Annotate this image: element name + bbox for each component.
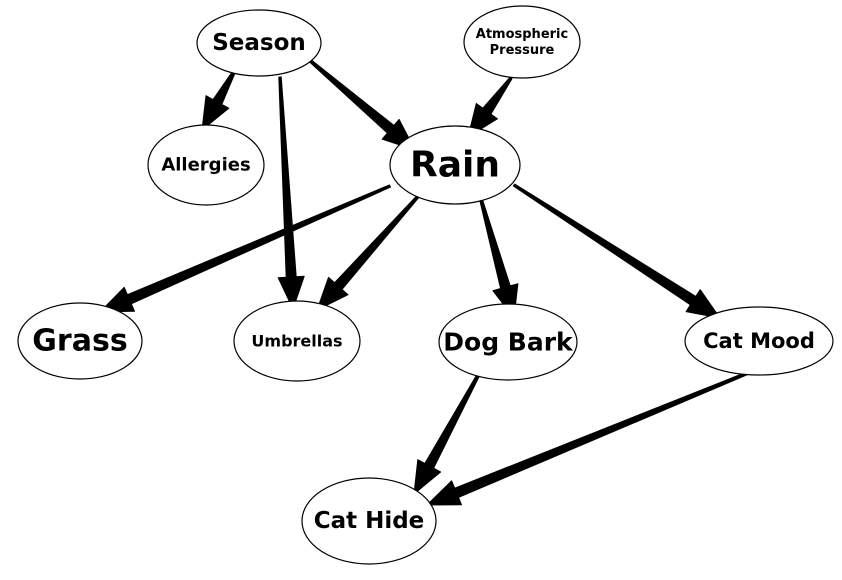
node-rain-label: Rain xyxy=(410,145,500,186)
node-season-label: Season xyxy=(212,30,306,56)
node-dog-bark-label: Dog Bark xyxy=(443,328,574,357)
edge-atmospheric-pressure-to-rain xyxy=(467,76,513,138)
node-cat-hide-label: Cat Hide xyxy=(314,508,425,534)
node-cat-hide-ellipse xyxy=(301,477,437,565)
edge-dog-bark-to-cat-hide xyxy=(413,368,483,495)
node-rain: Rain xyxy=(389,125,521,205)
node-grass-ellipse xyxy=(17,302,143,380)
edge-rain-to-dog-bark xyxy=(478,195,519,319)
edge-cat-mood-to-cat-hide xyxy=(426,366,761,506)
edge-rain-to-umbrellas xyxy=(316,191,423,311)
edge-season-to-allergies xyxy=(201,68,237,131)
edge-season-to-umbrellas xyxy=(277,76,305,310)
edge-season-to-rain xyxy=(305,56,416,151)
node-rain-ellipse xyxy=(389,125,521,205)
node-umbrellas-ellipse xyxy=(233,300,361,382)
node-allergies-label: Allergies xyxy=(161,155,250,176)
node-cat-hide: Cat Hide xyxy=(301,477,437,565)
node-cat-mood: Cat Mood xyxy=(684,306,834,376)
node-allergies: Allergies xyxy=(147,124,265,206)
node-season: Season xyxy=(196,9,322,77)
edge-rain-to-cat-mood xyxy=(512,183,721,319)
node-umbrellas: Umbrellas xyxy=(233,300,361,382)
node-atmospheric-pressure-label-line: Pressure xyxy=(490,42,555,57)
node-cat-mood-label: Cat Mood xyxy=(703,329,815,353)
edges-layer xyxy=(99,56,761,506)
node-allergies-ellipse xyxy=(147,124,265,206)
node-cat-mood-ellipse xyxy=(684,306,834,376)
node-atmospheric-pressure-ellipse xyxy=(463,5,581,79)
node-grass-label: Grass xyxy=(32,324,127,359)
node-umbrellas-label: Umbrellas xyxy=(251,332,342,351)
node-dog-bark-ellipse xyxy=(438,303,578,381)
edge-rain-to-grass xyxy=(99,184,391,313)
node-dog-bark: Dog Bark xyxy=(438,303,578,381)
node-atmospheric-pressure-label-line: Atmospheric xyxy=(476,27,568,42)
node-season-ellipse xyxy=(196,9,322,77)
node-grass: Grass xyxy=(17,302,143,380)
